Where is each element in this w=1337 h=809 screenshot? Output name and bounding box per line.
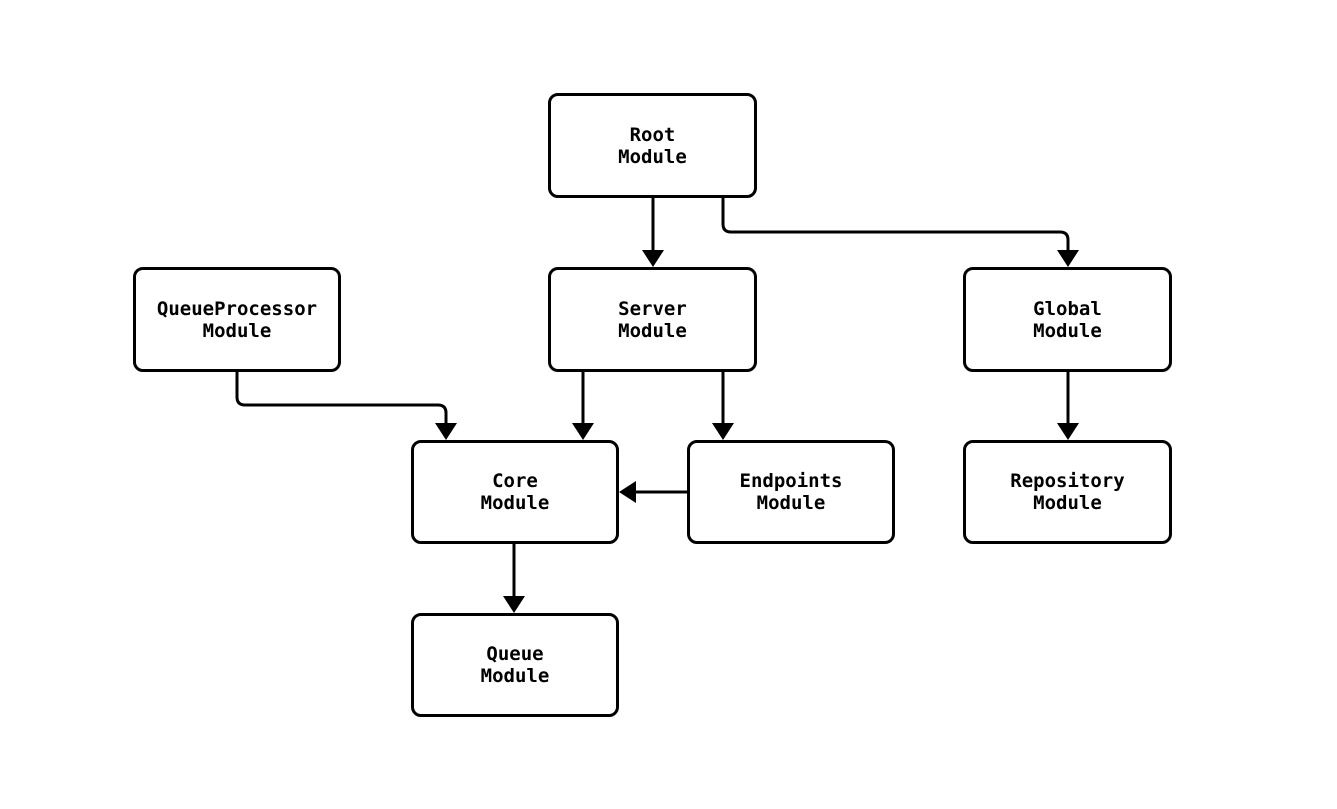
node-queueprocessor-module: QueueProcessor Module (133, 267, 341, 372)
edge-queueprocessor-to-core (235, 372, 448, 428)
arrowhead-queueprocessor-to-core (435, 423, 457, 440)
arrowhead-core-to-queue (503, 596, 525, 613)
edge-root-to-global (721, 198, 1070, 255)
arrowhead-global-to-repository (1057, 423, 1079, 440)
node-root-module: Root Module (548, 93, 757, 198)
node-server-module: Server Module (548, 267, 757, 372)
arrowhead-root-to-server (642, 250, 664, 267)
arrowhead-server-to-core (572, 423, 594, 440)
arrowhead-root-to-global (1057, 250, 1079, 267)
node-queue-module: Queue Module (411, 613, 619, 717)
node-global-module: Global Module (963, 267, 1172, 372)
node-repository-module: Repository Module (963, 440, 1172, 544)
node-core-module: Core Module (411, 440, 619, 544)
arrowhead-server-to-endpoints (712, 423, 734, 440)
node-endpoints-module: Endpoints Module (687, 440, 895, 544)
arrowhead-endpoints-to-core (619, 481, 636, 503)
